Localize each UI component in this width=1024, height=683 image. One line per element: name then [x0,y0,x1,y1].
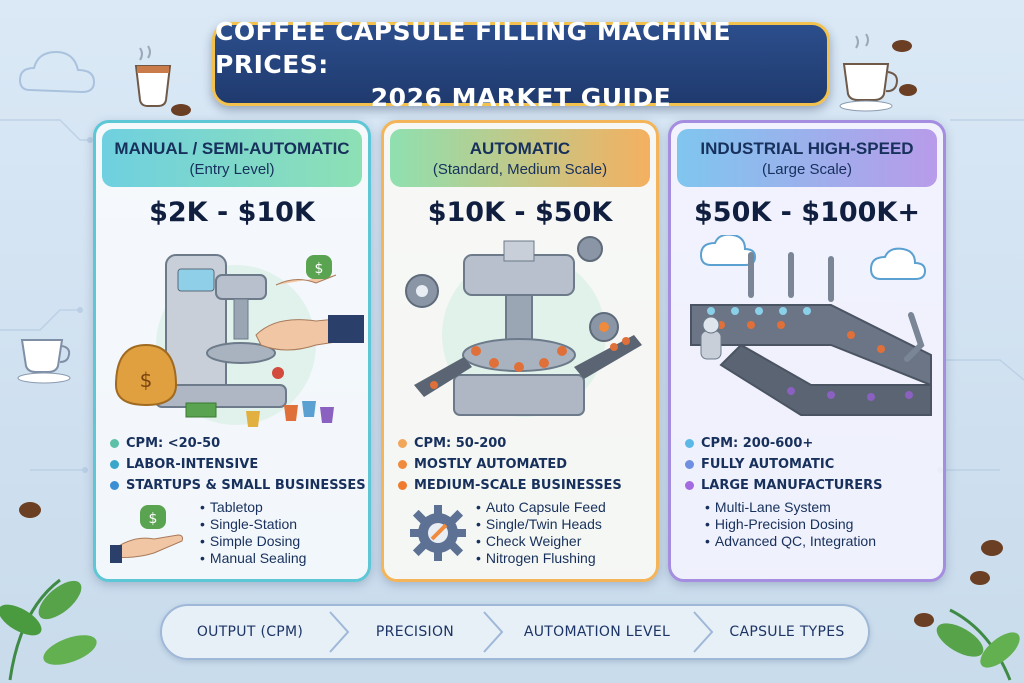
list-item: LARGE MANUFACTURERS [685,475,883,496]
bullet-dot [398,439,407,448]
money-hand-icon: $ [110,505,183,563]
automatic-machine-illustration [405,236,642,417]
cloud-icon [18,50,96,94]
title-line-2: 2026 MARKET GUIDE [370,82,672,112]
factor-step: CAPSULE TYPES [729,624,845,640]
features-list: Auto Capsule Feed Single/Twin Heads Chec… [476,499,606,567]
bullet-dot [685,439,694,448]
title-line-1: COFFEE CAPSULE FILLING MACHINE PRICES: [215,16,732,79]
bullet-dot [398,460,407,469]
list-item: Auto Capsule Feed [476,499,606,516]
svg-text:$: $ [149,511,158,527]
list-item: Nitrogen Flushing [476,550,606,567]
list-item: Check Weigher [476,533,606,550]
price-range: $50K - $100K+ [694,197,920,228]
list-item: Manual Sealing [200,550,307,567]
tier-card-automatic: AUTOMATIC (Standard, Medium Scale) $10K … [381,120,659,582]
list-item: High-Precision Dosing [705,516,876,533]
factor-flow-bar [160,604,870,660]
list-item: MOSTLY AUTOMATED [398,454,622,475]
card-subheading: (Large Scale) [761,160,853,178]
bullet-dot [110,439,119,448]
tier-card-industrial: INDUSTRIAL HIGH-SPEED (Large Scale) $50K… [668,120,946,582]
list-item: Single-Station [200,516,306,533]
bullet-dot [685,481,694,490]
key-stats-list: CPM: 50-200 MOSTLY AUTOMATED MEDIUM-SCAL… [398,433,622,496]
manual-machine-illustration: $ $ [114,254,364,427]
bullet-dot [685,460,694,469]
list-item: Tabletop [200,499,306,516]
list-item: CPM: 50-200 [398,433,622,454]
features-list: Multi-Lane System High-Precision Dosing … [705,499,876,550]
page-title: COFFEE CAPSULE FILLING MACHINE PRICES: 2… [212,17,830,112]
bullet-dot [398,481,407,490]
coffee-cup-icon [134,45,191,116]
card-header: INDUSTRIAL HIGH-SPEED (Large Scale) [677,129,937,187]
coffee-cup-icon [839,33,917,112]
tier-card-manual: MANUAL / SEMI-AUTOMATIC (Entry Level) $2… [93,120,371,582]
card-heading: INDUSTRIAL HIGH-SPEED [700,138,914,158]
list-item: STARTUPS & SMALL BUSINESSES [110,475,366,496]
list-item: FULLY AUTOMATIC [685,454,883,475]
key-stats-list: CPM: <20-50 LABOR-INTENSIVE STARTUPS & S… [110,433,366,496]
factor-step: PRECISION [375,624,455,640]
factor-step: OUTPUT (CPM) [196,624,304,640]
features-list: Tabletop Single-Station Simple Dosing Ma… [200,499,307,567]
list-item: Advanced QC, Integration [705,533,876,550]
list-item: CPM: 200-600+ [685,433,883,454]
price-range: $10K - $50K [427,197,613,228]
list-item: CPM: <20-50 [110,433,366,454]
list-item: Single/Twin Heads [476,516,606,533]
price-range: $2K - $10K [149,197,315,228]
list-item: Simple Dosing [200,533,306,550]
list-item: LABOR-INTENSIVE [110,454,366,475]
list-item: Multi-Lane System [705,499,876,516]
card-subheading: (Standard, Medium Scale) [432,160,608,178]
factor-step: AUTOMATION LEVEL [523,624,671,640]
card-header: MANUAL / SEMI-AUTOMATIC (Entry Level) [102,129,362,187]
leaves-decoration [0,502,97,681]
card-heading: AUTOMATIC [469,138,571,158]
bullet-dot [110,481,119,490]
industrial-line-illustration [690,235,932,416]
coffee-cup-icon [17,339,71,384]
card-header: AUTOMATIC (Standard, Medium Scale) [390,129,650,187]
list-item: MEDIUM-SCALE BUSINESSES [398,475,622,496]
svg-text:$: $ [140,368,153,392]
gear-icon [410,505,466,561]
card-heading: MANUAL / SEMI-AUTOMATIC [114,138,350,158]
leaves-decoration [914,540,1020,681]
bullet-dot [110,460,119,469]
key-stats-list: CPM: 200-600+ FULLY AUTOMATIC LARGE MANU… [685,433,883,496]
svg-text:$: $ [315,261,324,277]
chevron-arrows [329,611,714,653]
card-subheading: (Entry Level) [189,160,275,178]
